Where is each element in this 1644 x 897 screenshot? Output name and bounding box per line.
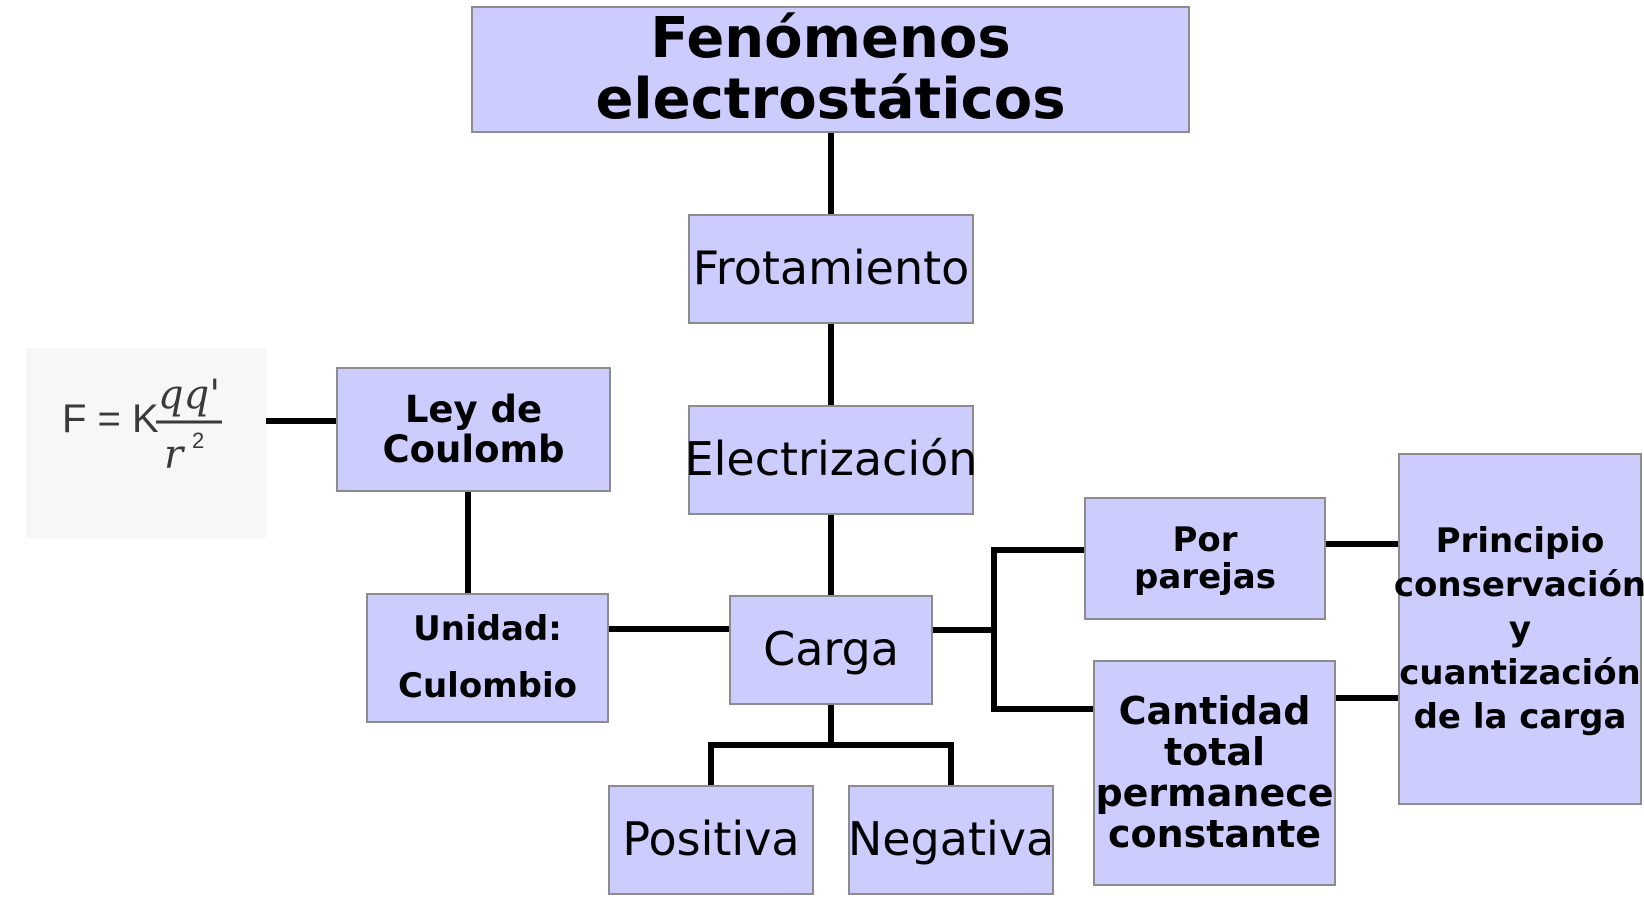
parejas-line-1: Por xyxy=(1172,519,1238,560)
node-electrizacion: Electrización xyxy=(685,405,977,515)
node-negativa: Negativa xyxy=(848,785,1054,895)
cantidad-line-2: total xyxy=(1163,729,1266,774)
principio-line-4: cuantización xyxy=(1399,653,1641,694)
connector-carga-down xyxy=(828,705,834,745)
node-principio: Principio conservación y cuantización de… xyxy=(1394,453,1644,805)
ley-line-1: Ley de xyxy=(404,387,543,431)
node-unidad: Unidad: Culombio xyxy=(366,593,609,723)
connector-title-frotamiento xyxy=(828,133,834,214)
node-ley-coulomb: Ley de Coulomb xyxy=(336,367,611,492)
coulomb-formula-image: F = K qq' r 2 xyxy=(26,348,266,538)
connector-unidad-carga xyxy=(609,626,729,632)
unidad-line-1: Unidad: xyxy=(413,609,562,650)
connector-ley-unidad xyxy=(465,492,471,593)
cantidad-line-1: Cantidad xyxy=(1118,688,1311,733)
connector-to-negativa xyxy=(948,742,954,785)
connector-branch-vertical xyxy=(991,547,997,712)
cantidad-line-3: permanece xyxy=(1095,771,1334,815)
node-cantidad-total: Cantidad total permanece constante xyxy=(1093,660,1336,886)
principio-line-5: de la carga xyxy=(1413,697,1627,738)
principio-line-2: conservación xyxy=(1393,564,1644,605)
formula-denominator: r xyxy=(164,432,186,478)
node-por-parejas: Por parejas xyxy=(1084,497,1326,620)
principio-line-1: Principio xyxy=(1435,520,1605,561)
connector-electrizacion-carga xyxy=(828,515,834,595)
unidad-line-2: Culombio xyxy=(398,666,577,706)
cantidad-line-4: constante xyxy=(1107,812,1322,857)
connector-to-cantidad-total xyxy=(991,706,1093,712)
formula-lhs: F = K xyxy=(62,397,159,441)
connector-frotamiento-electrizacion xyxy=(828,324,834,405)
node-frotamiento: Frotamiento xyxy=(688,214,974,324)
ley-line-2: Coulomb xyxy=(382,427,565,471)
formula-exponent: 2 xyxy=(192,428,204,453)
connector-cantidad-principio xyxy=(1336,695,1398,701)
connector-formula-ley xyxy=(264,418,336,424)
connector-positiva-negativa-bar xyxy=(708,742,954,748)
node-title: Fenómenos electrostáticos xyxy=(471,6,1190,133)
formula-numerator: qq' xyxy=(158,372,220,418)
node-positiva: Positiva xyxy=(608,785,814,895)
principio-line-3: y xyxy=(1508,608,1532,649)
connector-carga-branch xyxy=(933,627,997,633)
connector-to-por-parejas xyxy=(991,547,1084,553)
connector-to-positiva xyxy=(708,742,714,785)
connector-parejas-principio xyxy=(1326,541,1398,547)
node-carga: Carga xyxy=(729,595,933,705)
parejas-line-2: parejas xyxy=(1134,556,1276,597)
